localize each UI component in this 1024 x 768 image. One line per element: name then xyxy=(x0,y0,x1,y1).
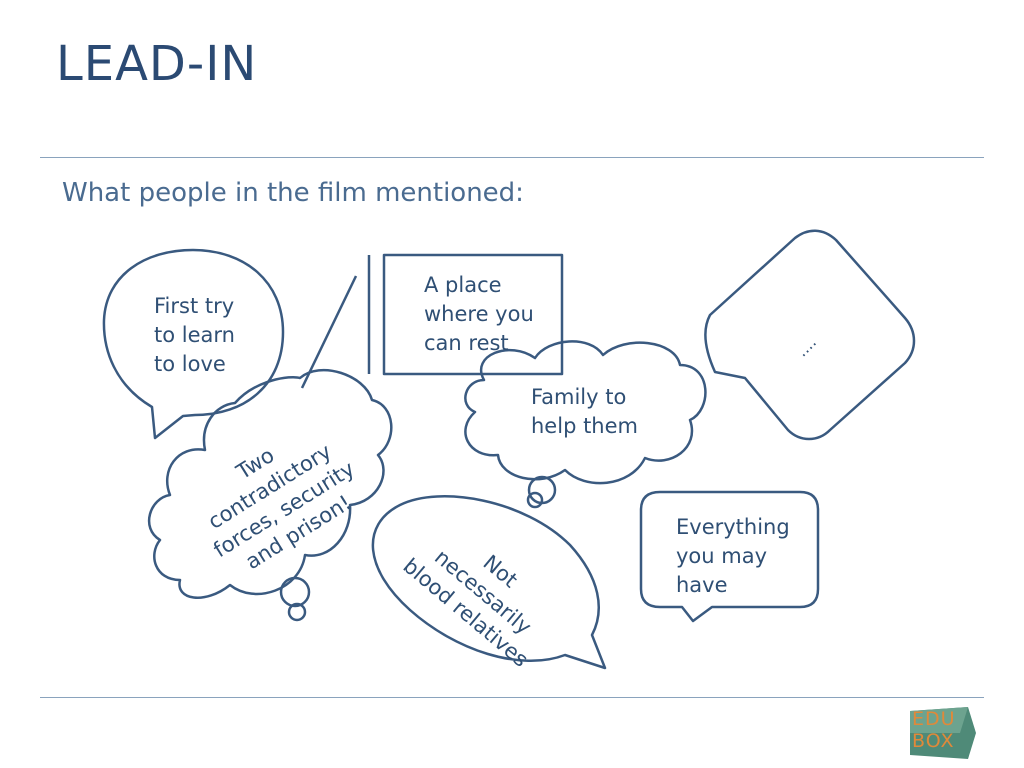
bubble-line: to learn xyxy=(154,323,235,347)
logo-line: EDU xyxy=(912,708,956,730)
bubble-line: can rest xyxy=(424,331,509,355)
callout-pointer xyxy=(300,275,358,389)
edubox-logo: EDU BOX xyxy=(912,708,956,752)
bubble-line: have xyxy=(676,573,728,597)
cloud-tail-small xyxy=(526,491,544,509)
slide-subtitle: What people in the film mentioned: xyxy=(62,178,524,208)
diamond-callout-ellipsis xyxy=(704,229,916,441)
bubble-text-everything: Everything you may have xyxy=(676,513,790,600)
cloud-bubble-family xyxy=(464,340,707,485)
bubble-line: A place xyxy=(424,273,502,297)
bubble-line: Family to xyxy=(531,385,627,409)
oval-speech-bubble-first-try xyxy=(102,248,285,440)
oval-speech-bubble-not-necessarily xyxy=(371,495,607,670)
bubble-text-a-place: A place where you can rest xyxy=(424,271,534,358)
bubble-line: where you xyxy=(424,302,534,326)
bubble-text-family: Family to help them xyxy=(531,383,638,441)
logo-line: BOX xyxy=(912,730,955,752)
bottom-divider xyxy=(40,697,984,698)
bubble-line: First try xyxy=(154,294,235,318)
cloud-tail-large-2 xyxy=(279,576,311,608)
bubble-line: Everything xyxy=(676,515,790,539)
bubble-line: help them xyxy=(531,414,638,438)
slide-title: LEAD-IN xyxy=(56,36,258,92)
bubble-line: you may xyxy=(676,544,768,568)
bubble-line: to love xyxy=(154,352,226,376)
rounded-rect-callout-everything xyxy=(639,490,820,623)
edubox-logo-shape xyxy=(910,707,976,759)
cloud-tail-small-2 xyxy=(287,602,307,622)
top-divider xyxy=(40,157,984,158)
rect-callout-a-place xyxy=(382,253,564,376)
cloud-bubble-two-forces xyxy=(148,368,393,599)
bubble-text-first-try: First try to learn to love xyxy=(154,292,235,379)
